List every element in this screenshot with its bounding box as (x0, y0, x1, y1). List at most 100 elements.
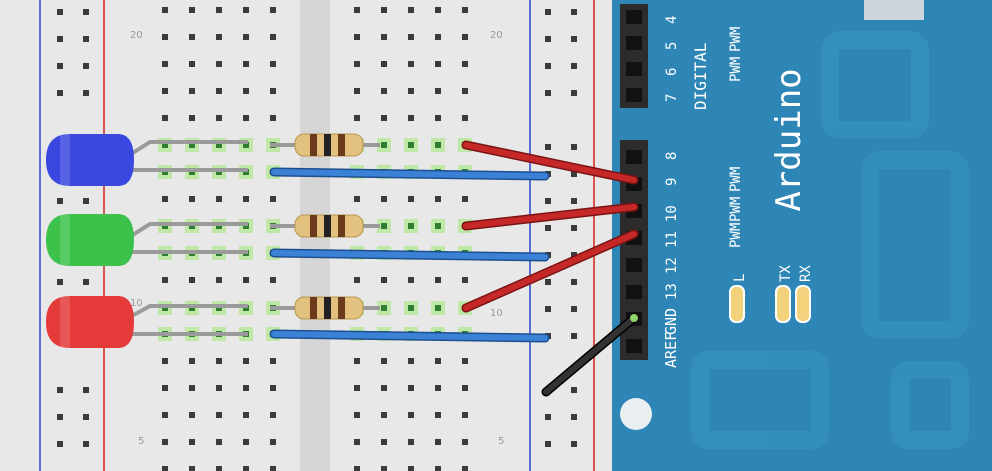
breadboard-hole (83, 9, 89, 15)
breadboard-hole (571, 144, 577, 150)
breadboard-hole (408, 196, 414, 202)
breadboard-hole (216, 466, 222, 471)
breadboard-hole (571, 252, 577, 258)
breadboard-hole (162, 358, 168, 364)
breadboard-hole (216, 439, 222, 445)
digital-label: DIGITAL (691, 43, 710, 110)
rail-jumper-2 (271, 250, 548, 260)
rail-jumper-3 (271, 331, 548, 341)
breadboard-hole (189, 196, 195, 202)
breadboard-hole (571, 63, 577, 69)
breadboard-hole (354, 115, 360, 121)
breadboard-hole (162, 277, 168, 283)
breadboard-hole (189, 88, 195, 94)
breadboard-hole (408, 88, 414, 94)
row-label-bottom-left: 5 (138, 436, 144, 447)
breadboard-hole (216, 88, 222, 94)
breadboard-hole (162, 61, 168, 67)
breadboard-hole (162, 7, 168, 13)
breadboard-hole (354, 277, 360, 283)
pwm-label-9: PWM (728, 167, 744, 192)
breadboard-hole (381, 466, 387, 471)
breadboard-hole (189, 142, 195, 148)
breadboard-hole (243, 196, 249, 202)
breadboard-hole (381, 385, 387, 391)
led-green-body (46, 214, 134, 266)
breadboard-hole (216, 196, 222, 202)
breadboard-hole (408, 305, 414, 311)
breadboard-hole (243, 61, 249, 67)
breadboard-hole (270, 412, 276, 418)
breadboard-hole (57, 9, 63, 15)
breadboard-hole (545, 144, 551, 150)
breadboard-hole (57, 279, 63, 285)
breadboard-hole (354, 34, 360, 40)
breadboard-hole (216, 412, 222, 418)
header-pin-socket (626, 339, 642, 353)
arduino-board: Arduino DIGITAL GND AREF 4 5 6 7 8 9 10 … (612, 0, 992, 471)
breadboard-hole (571, 198, 577, 204)
breadboard-hole (408, 412, 414, 418)
breadboard-hole (408, 277, 414, 283)
breadboard-hole (83, 279, 89, 285)
breadboard-hole (408, 34, 414, 40)
breadboard-hole (435, 358, 441, 364)
breadboard-hole (57, 441, 63, 447)
header-pin-socket (626, 285, 642, 299)
breadboard-hole (408, 466, 414, 471)
breadboard-hole (243, 358, 249, 364)
breadboard-hole (462, 34, 468, 40)
breadboard-hole (462, 277, 468, 283)
breadboard-hole (270, 115, 276, 121)
led-blue (46, 134, 248, 186)
row-label-mid-right: 10 (490, 308, 503, 319)
wire-pin-9 (463, 142, 637, 183)
header-pin-socket (626, 258, 642, 272)
breadboard-hole (162, 466, 168, 471)
gnd-label: GND (662, 308, 680, 335)
breadboard-hole (189, 412, 195, 418)
breadboard-hole (408, 439, 414, 445)
breadboard-hole (381, 7, 387, 13)
led-blue-body (46, 134, 134, 186)
breadboard-hole (189, 115, 195, 121)
breadboard-hole (243, 412, 249, 418)
breadboard-hole (162, 385, 168, 391)
breadboard-hole (270, 277, 276, 283)
pcb-traces (691, 31, 969, 449)
breadboard-hole (57, 414, 63, 420)
breadboard-hole (571, 36, 577, 42)
ground-wire (541, 313, 639, 397)
breadboard-hole (435, 412, 441, 418)
breadboard-hole (354, 439, 360, 445)
breadboard-hole (435, 385, 441, 391)
pin-number-12: 12 (664, 257, 680, 274)
row-label-mid-left: 10 (130, 298, 143, 309)
breadboard-hole (83, 36, 89, 42)
breadboard-hole (270, 196, 276, 202)
breadboard-hole (57, 36, 63, 42)
breadboard-hole (571, 279, 577, 285)
led-label-tx: TX (778, 265, 794, 282)
breadboard-hole (270, 61, 276, 67)
onboard-led-tx (775, 285, 791, 323)
breadboard-hole (435, 34, 441, 40)
breadboard-hole (408, 358, 414, 364)
breadboard-hole (83, 441, 89, 447)
breadboard-hole (381, 277, 387, 283)
breadboard-hole (435, 115, 441, 121)
breadboard-hole (270, 358, 276, 364)
breadboard-hole (435, 439, 441, 445)
board-name-group: Arduino (769, 68, 809, 211)
breadboard-hole (189, 34, 195, 40)
breadboard-hole (243, 7, 249, 13)
resistors (270, 133, 380, 320)
breadboard-hole (354, 196, 360, 202)
breadboard-hole (408, 385, 414, 391)
leds (46, 134, 248, 348)
breadboard-hole (545, 9, 551, 15)
breadboard-hole (162, 196, 168, 202)
breadboard-hole (381, 61, 387, 67)
